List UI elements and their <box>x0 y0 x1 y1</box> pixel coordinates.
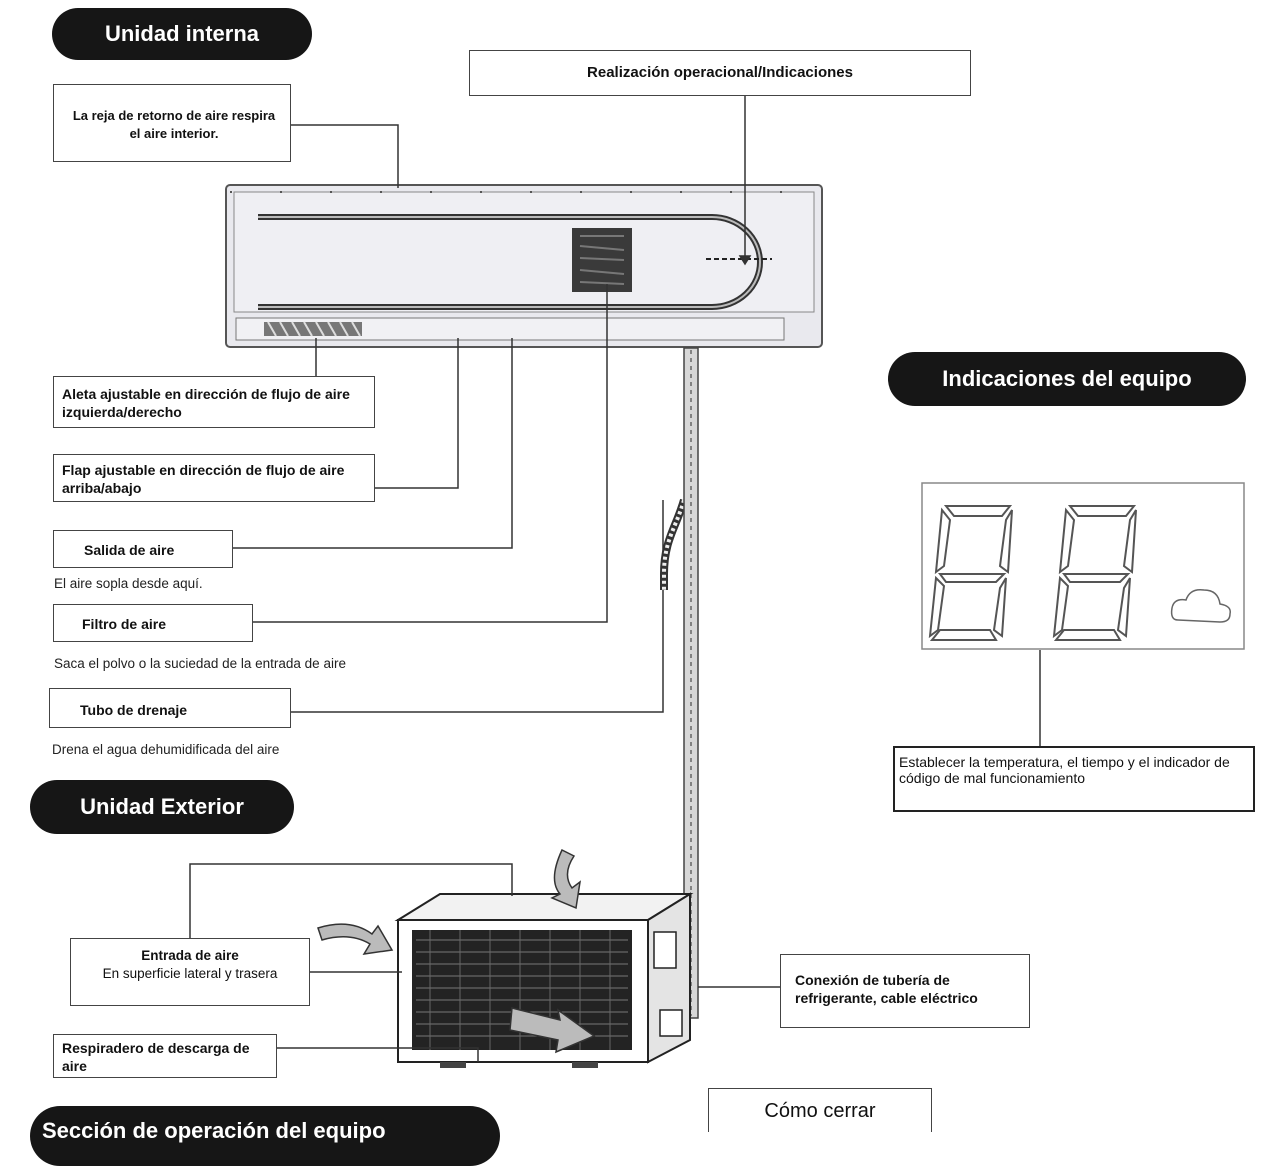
seven-segment-display-icon <box>921 482 1245 748</box>
return-grille-label: La reja de retorno de aire respira el ai… <box>53 84 291 162</box>
section-outdoor-unit: Unidad Exterior <box>30 780 294 834</box>
up-down-flap-label: Flap ajustable en dirección de flujo de … <box>53 454 375 502</box>
drain-pipe-desc: Drena el agua dehumidificada del aire <box>52 742 280 757</box>
ac-parts-diagram: Unidad interna Indicaciones del equipo U… <box>30 8 1255 1166</box>
air-inlet-sub: En superficie lateral y trasera <box>102 966 278 981</box>
air-filter-label: Filtro de aire <box>53 604 253 642</box>
section-operation-clipped: Sección de operación del equipo <box>30 1106 500 1166</box>
discharge-vent-label: Respiradero de descarga de aire <box>53 1034 277 1078</box>
section-device-indicators: Indicaciones del equipo <box>888 352 1246 406</box>
drain-pipe-label: Tubo de drenaje <box>49 688 291 728</box>
refrigerant-connection-label: Conexión de tubería de refrigerante, cab… <box>780 954 1030 1028</box>
left-right-fin-label: Aleta ajustable en dirección de flujo de… <box>53 376 375 428</box>
display-indicator-label: Establecer la temperatura, el tiempo y e… <box>893 746 1255 812</box>
air-outlet-desc: El aire sopla desde aquí. <box>54 576 203 591</box>
section-indoor-unit: Unidad interna <box>52 8 312 60</box>
drain-hose-icon <box>660 498 688 590</box>
diagram-drawing <box>189 96 1245 1068</box>
air-inlet-label: Entrada de aire En superficie lateral y … <box>70 938 310 1006</box>
indoor-unit-icon <box>225 184 823 348</box>
outdoor-unit-icon <box>317 848 694 1068</box>
air-inlet-title: Entrada de aire <box>141 948 239 963</box>
air-outlet-label: Salida de aire <box>53 530 233 568</box>
cloud-icon <box>1170 588 1232 623</box>
how-to-close-label: Cómo cerrar <box>708 1088 932 1132</box>
air-filter-desc: Saca el polvo o la suciedad de la entrad… <box>54 656 346 671</box>
operation-display-label: Realización operacional/Indicaciones <box>469 50 971 96</box>
